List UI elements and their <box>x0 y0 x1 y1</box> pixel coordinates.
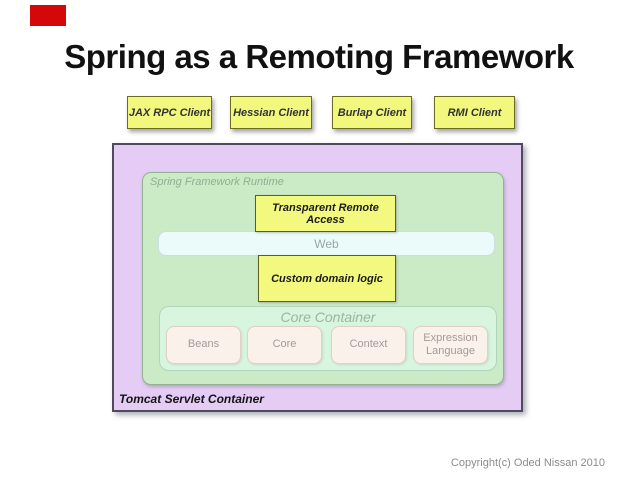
page-title: Spring as a Remoting Framework <box>64 38 574 75</box>
client-box-label: RMI Client <box>447 106 502 119</box>
tomcat-servlet-container: Spring Framework Runtime Web Transparent… <box>112 143 523 412</box>
client-box-hessian: Hessian Client <box>230 96 312 129</box>
tomcat-container-label: Tomcat Servlet Container <box>119 392 264 406</box>
custom-domain-logic-box: Custom domain logic <box>258 255 396 302</box>
custom-domain-logic-label: Custom domain logic <box>271 272 383 285</box>
client-box-label: Hessian Client <box>233 106 309 119</box>
client-box-burlap: Burlap Client <box>332 96 412 129</box>
module-box-beans: Beans <box>166 326 241 364</box>
client-box-label: Burlap Client <box>337 106 407 119</box>
module-label: Core <box>272 338 297 351</box>
module-box-expression-language: Expression Language <box>413 326 488 364</box>
red-marker <box>30 5 66 26</box>
web-layer-bar: Web <box>158 231 495 256</box>
module-box-core: Core <box>247 326 322 364</box>
module-box-context: Context <box>331 326 406 364</box>
client-box-label: JAX RPC Client <box>128 106 211 119</box>
transparent-remote-access-box: Transparent Remote Access <box>255 195 396 232</box>
core-container: Core Container Beans Core Context Expres… <box>159 306 497 371</box>
module-label: Context <box>349 338 388 351</box>
client-box-jax-rpc: JAX RPC Client <box>127 96 212 129</box>
spring-framework-runtime: Spring Framework Runtime Web Transparent… <box>142 172 504 385</box>
module-label: Expression Language <box>423 331 478 357</box>
core-container-label: Core Container <box>280 309 376 325</box>
module-label: Beans <box>187 338 220 351</box>
copyright-text: Copyright(c) Oded Nissan 2010 <box>450 457 605 469</box>
client-box-rmi: RMI Client <box>434 96 515 129</box>
runtime-label: Spring Framework Runtime <box>150 176 284 188</box>
web-layer-label: Web <box>314 236 339 251</box>
transparent-remote-access-label: Transparent Remote Access <box>272 201 379 226</box>
